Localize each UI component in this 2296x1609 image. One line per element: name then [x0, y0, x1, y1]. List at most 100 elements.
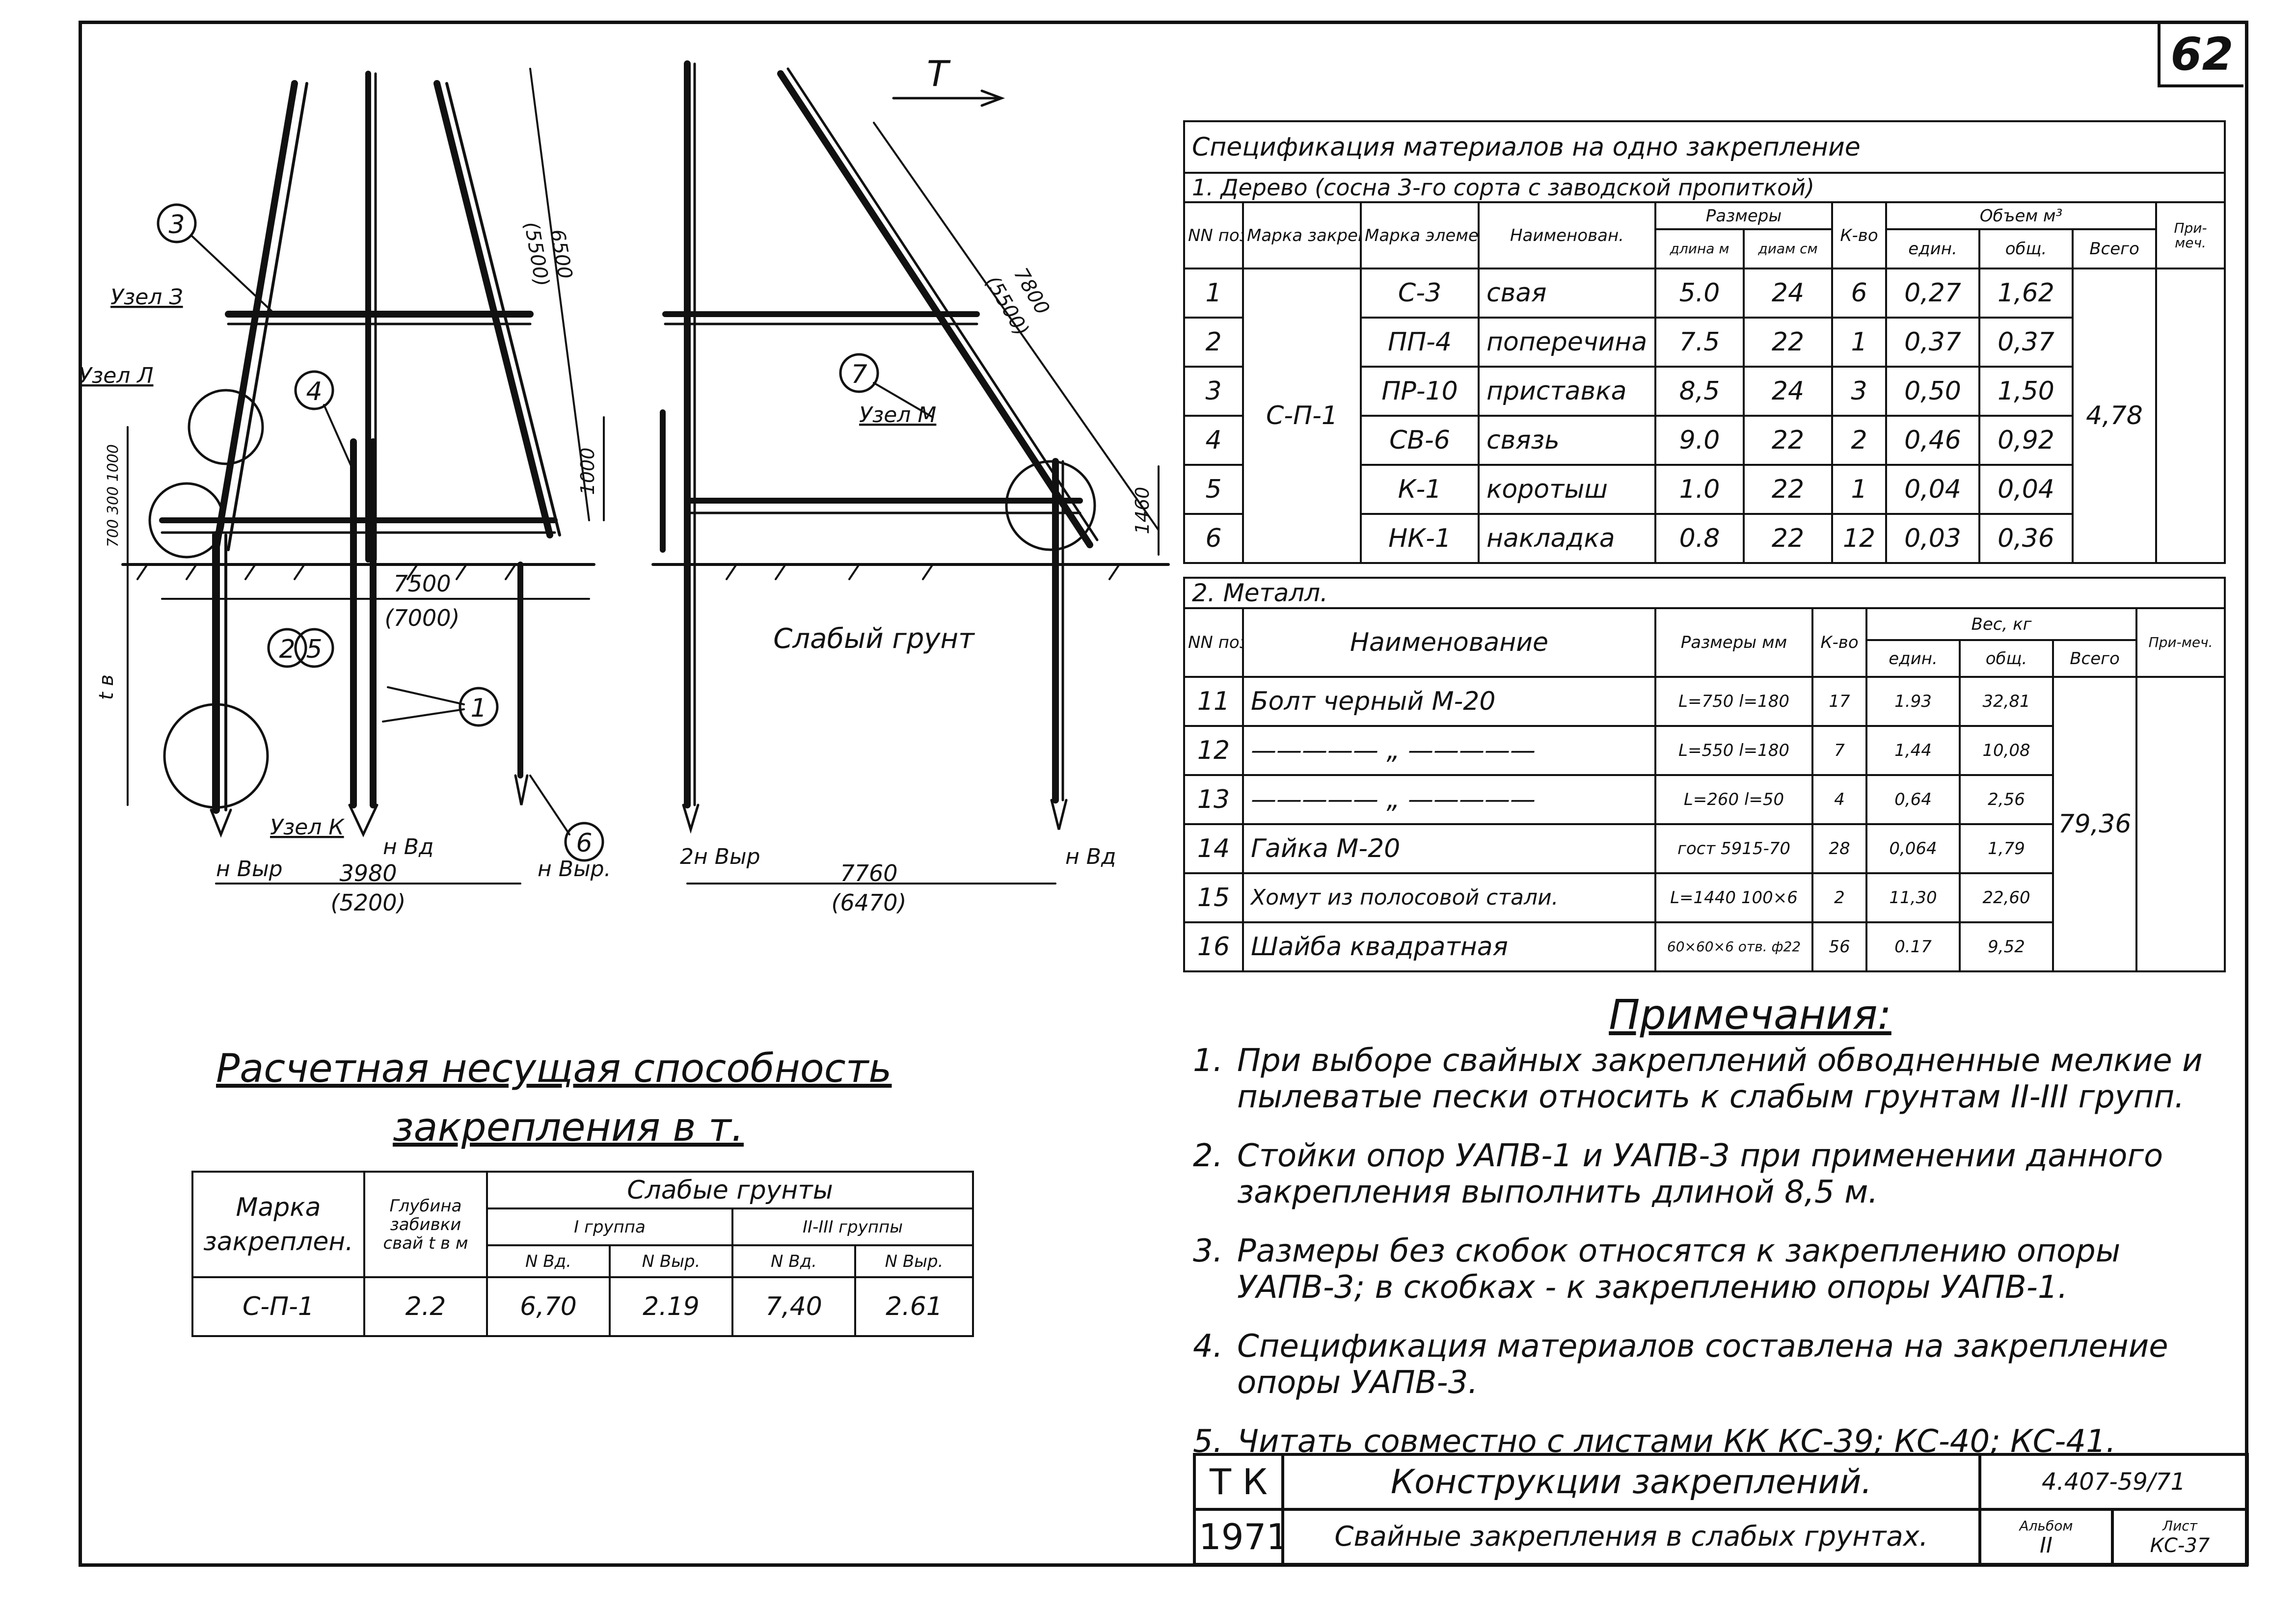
- capacity-header-depth: Глубина забивки свай t в м: [363, 1171, 488, 1278]
- table-row: 14 Гайка М-20 гост 5915-70 28 0,064 1,79: [1183, 823, 2225, 874]
- capacity-header-g23-vd: N Вд.: [731, 1244, 856, 1278]
- stamp-sheet: Лист КС-37: [2111, 1508, 2249, 1566]
- wood-header-qty: К-во: [1831, 201, 1887, 269]
- table-row: С-П-1 2.2 6,70 2.19 7,40 2.61: [191, 1276, 974, 1337]
- wood-header-pos: NN поз: [1183, 201, 1244, 269]
- capacity-header-g23-vyr: N Выр.: [854, 1244, 974, 1278]
- callout-2: 2: [279, 635, 295, 664]
- stamp-sheet-label: Лист: [2162, 1518, 2197, 1534]
- wood-header-note: При-меч.: [2155, 201, 2226, 269]
- wood-header-len: длина м: [1654, 228, 1745, 269]
- capacity-title-1: Расчетная несущая способность: [216, 1046, 892, 1091]
- wood-header-mark: Марка закрепл.: [1242, 201, 1362, 269]
- capacity-title-2: закрепления в т.: [393, 1104, 744, 1150]
- pile-label-vyr-mid: н Выр.: [538, 857, 611, 882]
- table-row: 6 НК-1 накладка 0.8 22 12 0,03 0,36: [1183, 513, 2225, 564]
- table-row: 3 ПР-10 приставка 8,5 24 3 0,50 1,50: [1183, 366, 2225, 417]
- stamp-subtitle: Свайные закрепления в слабых грунтах.: [1281, 1508, 1981, 1566]
- stamp-album: Альбом II: [1978, 1508, 2114, 1566]
- node-k-label: Узел К: [270, 815, 345, 840]
- dim-left-stack: 700 300 1000: [105, 444, 122, 547]
- pile-label-vd-right: н Вд: [1065, 844, 1116, 869]
- wood-header-name: Наименован.: [1478, 201, 1656, 269]
- note-item: 5.Читать совместно с листами КК КС-39; К…: [1193, 1423, 2116, 1460]
- stamp-album-label: Альбом: [2019, 1517, 2073, 1534]
- dim-left-span-alt: (7000): [385, 605, 460, 631]
- metal-header-weight: Вес, кг: [1865, 607, 2137, 641]
- dim-left-bottom: 3980: [339, 860, 397, 886]
- callout-4: 4: [306, 377, 322, 406]
- dim-left-span: 7500: [393, 570, 451, 597]
- note-item: 3.Размеры без скобок относятся к закрепл…: [1193, 1233, 2121, 1306]
- stamp-title: Конструкции закреплений.: [1281, 1453, 1981, 1511]
- note-item: 1.При выборе свайных закреплений обводне…: [1193, 1043, 2203, 1115]
- wood-header-sizes: Размеры: [1654, 201, 1833, 230]
- metal-header-name: Наименование: [1242, 607, 1656, 678]
- capacity-header-g23: II-III группы: [731, 1207, 974, 1246]
- table-row: 4 СВ-6 связь 9.0 22 2 0,46 0,92: [1183, 415, 2225, 466]
- wood-header-diam: диам см: [1743, 228, 1833, 269]
- callout-5: 5: [306, 635, 322, 664]
- callout-6: 6: [576, 829, 592, 858]
- wood-total: 4,78: [2072, 268, 2157, 564]
- dim-right-bottom: 7760: [840, 860, 897, 886]
- capacity-header-g1: I группа: [486, 1207, 733, 1246]
- node-l-label: Узел Л: [79, 363, 153, 388]
- metal-total: 79,36: [2052, 676, 2137, 972]
- wood-header-unit: един.: [1885, 228, 1980, 269]
- table-row: 2 ПП-4 поперечина 7.5 22 1 0,37 0,37: [1183, 317, 2225, 368]
- structure-drawing: 3 4 2 5 1 6 7 Т Слабый грунт 7500 (7000)…: [79, 53, 1170, 916]
- capacity-header-weak: Слабые грунты: [486, 1171, 974, 1209]
- metal-header-all: Всего: [2052, 639, 2137, 678]
- node-z-label: Узел З: [110, 285, 183, 310]
- node-m-label: Узел М: [859, 402, 936, 428]
- callout-7: 7: [851, 360, 867, 389]
- callout-3: 3: [168, 210, 185, 240]
- note-item: 4.Спецификация материалов составлена на …: [1193, 1328, 2168, 1401]
- capacity-header-mark: Марка закреплен.: [191, 1171, 365, 1278]
- depth-symbol: t в: [95, 674, 118, 700]
- capacity-header-g1-vyr: N Выр.: [609, 1244, 733, 1278]
- spec-title: Спецификация материалов на одно закрепле…: [1183, 120, 2226, 174]
- title-stamp: Т К Конструкции закреплений. 4.407-59/71…: [1193, 1453, 2249, 1566]
- sheet-number: 62: [2158, 24, 2243, 87]
- metal-header-pos: NN поз.: [1183, 607, 1244, 678]
- dim-left-vertical: 1000: [577, 448, 598, 495]
- table-row: 1 С-П-1 С-3 свая 5.0 24 6 0,27 1,62 4,78: [1183, 268, 2226, 564]
- dim-right-bottom-alt: (6470): [832, 889, 907, 916]
- soil-label: Слабый грунт: [773, 623, 975, 655]
- table-row: 15 Хомут из полосовой стали. L=1440 100×…: [1183, 872, 2225, 923]
- metal-header-sizes: Размеры мм: [1654, 607, 1813, 678]
- table-row: 13 ————— „ ————— L=260 l=50 4 0,64 2,56: [1183, 774, 2225, 825]
- dim-post-height-alt: (5500): [520, 220, 553, 288]
- dim-left-bottom-alt: (5200): [331, 889, 406, 916]
- direction-label: Т: [927, 53, 951, 94]
- table-row: 5 К-1 коротыш 1.0 22 1 0,04 0,04: [1183, 464, 2225, 515]
- spec-metal-table: 2. Металл. NN поз. Наименование Размеры …: [1183, 577, 2226, 972]
- stamp-sheet-value: КС-37: [2150, 1534, 2210, 1557]
- metal-header-unit: един.: [1865, 639, 1961, 678]
- pile-label-vyr-right: 2н Выр: [680, 844, 760, 869]
- wood-header-volume: Объем м³: [1885, 201, 2157, 230]
- stamp-code: 4.407-59/71: [1978, 1453, 2249, 1511]
- pile-label-vd-left: н Вд: [383, 834, 433, 859]
- wood-header-elem: Марка элемен.: [1360, 201, 1480, 269]
- dim-node-vertical: 1460: [1132, 487, 1153, 535]
- wood-mark: С-П-1: [1242, 268, 1362, 564]
- metal-section-title: 2. Металл.: [1183, 577, 2226, 609]
- spec-wood-table: Спецификация материалов на одно закрепле…: [1183, 120, 2226, 564]
- wood-section-title: 1. Дерево (сосна 3-го сорта с заводской …: [1183, 172, 2226, 203]
- table-row: 11 Болт черный М-20 L=750 l=180 17 1.93 …: [1183, 676, 2226, 972]
- stamp-org: Т К: [1193, 1453, 1284, 1511]
- notes-title: Примечания:: [1609, 991, 1891, 1039]
- table-row: 12 ————— „ ————— L=550 l=180 7 1,44 10,0…: [1183, 725, 2225, 776]
- pile-label-vyr-left: н Выр: [216, 857, 283, 882]
- note-item: 2.Стойки опор УАПВ-1 и УАПВ-3 при примен…: [1193, 1138, 2163, 1210]
- sheet-frame: [79, 21, 2248, 1567]
- table-row: 16 Шайба квадратная 60×60×6 отв. ф22 56 …: [1183, 921, 2225, 972]
- notes: Примечания: 1.При выборе свайных закрепл…: [1193, 991, 2248, 1482]
- metal-header-qty: К-во: [1811, 607, 1867, 678]
- wood-header-all: Всего: [2072, 228, 2157, 269]
- metal-header-total: общ.: [1959, 639, 2054, 678]
- stamp-album-value: II: [2040, 1532, 2053, 1558]
